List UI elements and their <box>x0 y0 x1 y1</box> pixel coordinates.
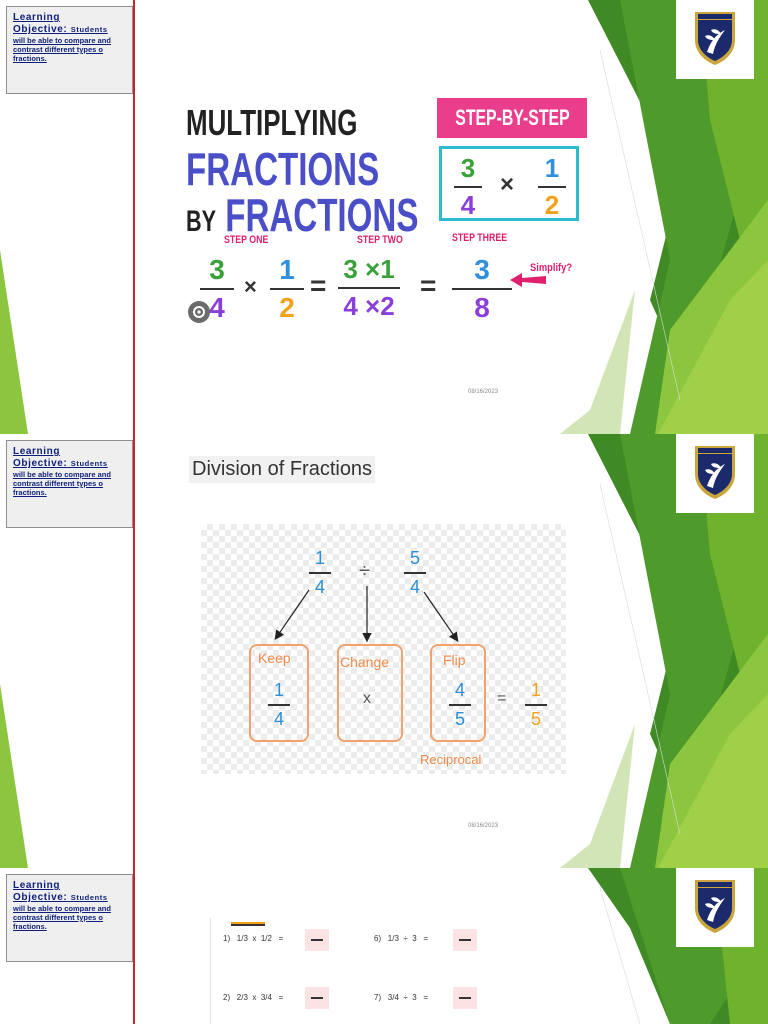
school-crest-icon <box>695 446 735 499</box>
step-equals-1: = <box>310 270 327 301</box>
answer-blank-2[interactable] <box>305 987 329 1009</box>
worksheet-edge <box>210 918 211 1024</box>
margin-line <box>133 868 135 1024</box>
school-logo-box <box>676 434 754 513</box>
reciprocal-label: Reciprocal <box>420 752 482 767</box>
answer-blank-6[interactable] <box>453 929 477 951</box>
slide-multiplying-fractions: Learning Objective: Students will be abl… <box>0 0 768 434</box>
step-equals-2: = <box>420 270 437 301</box>
school-crest-icon <box>695 880 735 933</box>
school-logo-box <box>676 0 754 79</box>
objective-lead: Students <box>70 25 108 34</box>
problem-6: 6) 1/3 ÷ 3 = <box>374 934 429 943</box>
learning-objective-box: Learning Objective: Students will be abl… <box>6 6 133 94</box>
title-fractions: FRACTIONS <box>186 143 380 195</box>
objective-heading: Learning <box>13 880 61 891</box>
objective-text: will be able to compare and contrast dif… <box>13 36 111 63</box>
answer-blank-7[interactable] <box>453 987 477 1009</box>
problem-7: 7) 3/4 ÷ 3 = <box>374 993 429 1002</box>
objective-heading-2: Objective: <box>13 892 68 903</box>
objective-text: will be able to compare and contrast dif… <box>13 470 111 497</box>
objective-heading: Learning <box>13 12 61 23</box>
school-crest-icon <box>695 12 735 65</box>
objective-text: will be able to compare and contrast dif… <box>13 904 111 931</box>
step-times-sign: × <box>244 274 257 299</box>
left-green-decoration <box>0 684 28 868</box>
division-title: Division of Fractions <box>189 456 376 483</box>
slide-date: 08/16/2023 <box>468 823 499 829</box>
slide-date: 08/16/2023 <box>468 389 499 395</box>
change-box <box>337 644 403 742</box>
left-green-decoration <box>0 250 28 434</box>
keep-box <box>249 644 309 742</box>
step-one-label: STEP ONE <box>224 234 269 246</box>
objective-heading: Learning <box>13 446 61 457</box>
slide-practice-problems: Learning Objective: Students will be abl… <box>0 868 768 1024</box>
objective-heading-2: Objective: <box>13 458 68 469</box>
objective-lead: Students <box>70 459 108 468</box>
slide-division-of-fractions: Learning Objective: Students will be abl… <box>0 434 768 868</box>
title-by: BY <box>186 205 217 238</box>
learning-objective-box: Learning Objective: Students will be abl… <box>6 440 133 528</box>
problem-1: 1) 1/3 x 1/2 = <box>223 934 284 943</box>
simplify-arrow-icon <box>510 273 546 287</box>
objective-heading-2: Objective: <box>13 24 68 35</box>
flow-arrows <box>274 586 459 643</box>
result-equals: = <box>497 690 507 707</box>
step-three-label: STEP THREE <box>452 232 508 244</box>
answer-blank-1[interactable] <box>305 929 329 951</box>
lens-icon[interactable] <box>187 300 211 324</box>
school-logo-box <box>676 868 754 947</box>
objective-lead: Students <box>70 893 108 902</box>
top-divide-sign: ÷ <box>359 560 370 582</box>
change-label: Change <box>340 654 390 670</box>
example-times-sign: × <box>500 171 515 198</box>
worksheet-mark <box>231 922 265 926</box>
change-operator: x <box>363 690 371 707</box>
flip-label: Flip <box>443 652 466 668</box>
flip-box <box>430 644 486 742</box>
title-by-fractions: BY FRACTIONS <box>186 188 418 242</box>
step-two-label: STEP TWO <box>357 234 403 246</box>
green-geometric-decoration <box>560 0 768 434</box>
margin-line <box>133 0 135 434</box>
keep-label: Keep <box>258 650 291 666</box>
title-multiplying: MULTIPLYING <box>186 102 358 143</box>
step-by-step-badge: STEP-BY-STEP <box>437 98 587 138</box>
problem-2: 2) 2/3 x 3/4 = <box>223 993 284 1002</box>
margin-line <box>133 434 135 868</box>
green-geometric-decoration <box>560 434 768 868</box>
title-fractions-2: FRACTIONS <box>225 189 419 241</box>
simplify-note: Simplify? <box>530 262 573 274</box>
learning-objective-box: Learning Objective: Students will be abl… <box>6 874 133 962</box>
